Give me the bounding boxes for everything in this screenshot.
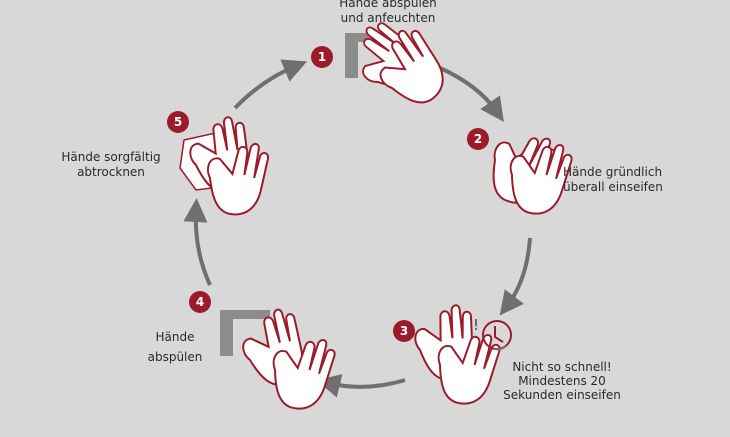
step-2-label: Hände gründlich überall einseifen: [563, 165, 663, 195]
step-5-line2: abtrocknen: [77, 165, 145, 179]
arrow-2-to-3: [499, 237, 532, 316]
step-5-badge: 5: [167, 111, 189, 133]
arrow-4-to-5: [183, 198, 212, 286]
step-5-label: Hände sorgfältig abtrocknen: [55, 150, 167, 180]
step-3-line1: Nicht so schnell!: [512, 360, 612, 374]
step-4-badge: 4: [189, 291, 211, 313]
step-1-line1: Hände abspülen: [339, 0, 437, 10]
arrow-1-to-2: [439, 66, 504, 122]
step-3-label: Nicht so schnell! Mindestens 20 Sekunden…: [502, 360, 622, 402]
step-3-line3: Sekunden einseifen: [503, 388, 621, 402]
arrow-3-to-4: [316, 374, 406, 398]
towel-hands-icon: [179, 112, 271, 218]
step-2-line2: überall einseifen: [563, 180, 663, 194]
soaping-hands-icon: [479, 122, 575, 220]
hands-icon-1: [344, 16, 458, 118]
step-4-line2: abspülen: [147, 350, 203, 364]
step-4-line1: Hände: [155, 330, 195, 344]
step-1-badge: 1: [311, 46, 333, 68]
step-1-line2: und anfeuchten: [340, 11, 436, 25]
arrow-5-to-1: [233, 59, 308, 110]
step-5-line1: Hände sorgfältig: [61, 150, 161, 164]
step-3-line2: Mindestens 20: [518, 374, 606, 388]
hands-icon-4: [233, 304, 338, 415]
step-2-badge: 2: [467, 128, 489, 150]
clock-icon: [482, 320, 512, 351]
hands-icon-3: [409, 301, 503, 410]
step-1-label: Hände abspülen und anfeuchten: [328, 0, 448, 26]
step-3-badge: 3: [393, 320, 415, 342]
step-3-exclamation: !: [473, 316, 480, 334]
step-4-label: Hände abspülen: [135, 327, 215, 367]
step-2-line1: Hände gründlich: [563, 165, 663, 179]
